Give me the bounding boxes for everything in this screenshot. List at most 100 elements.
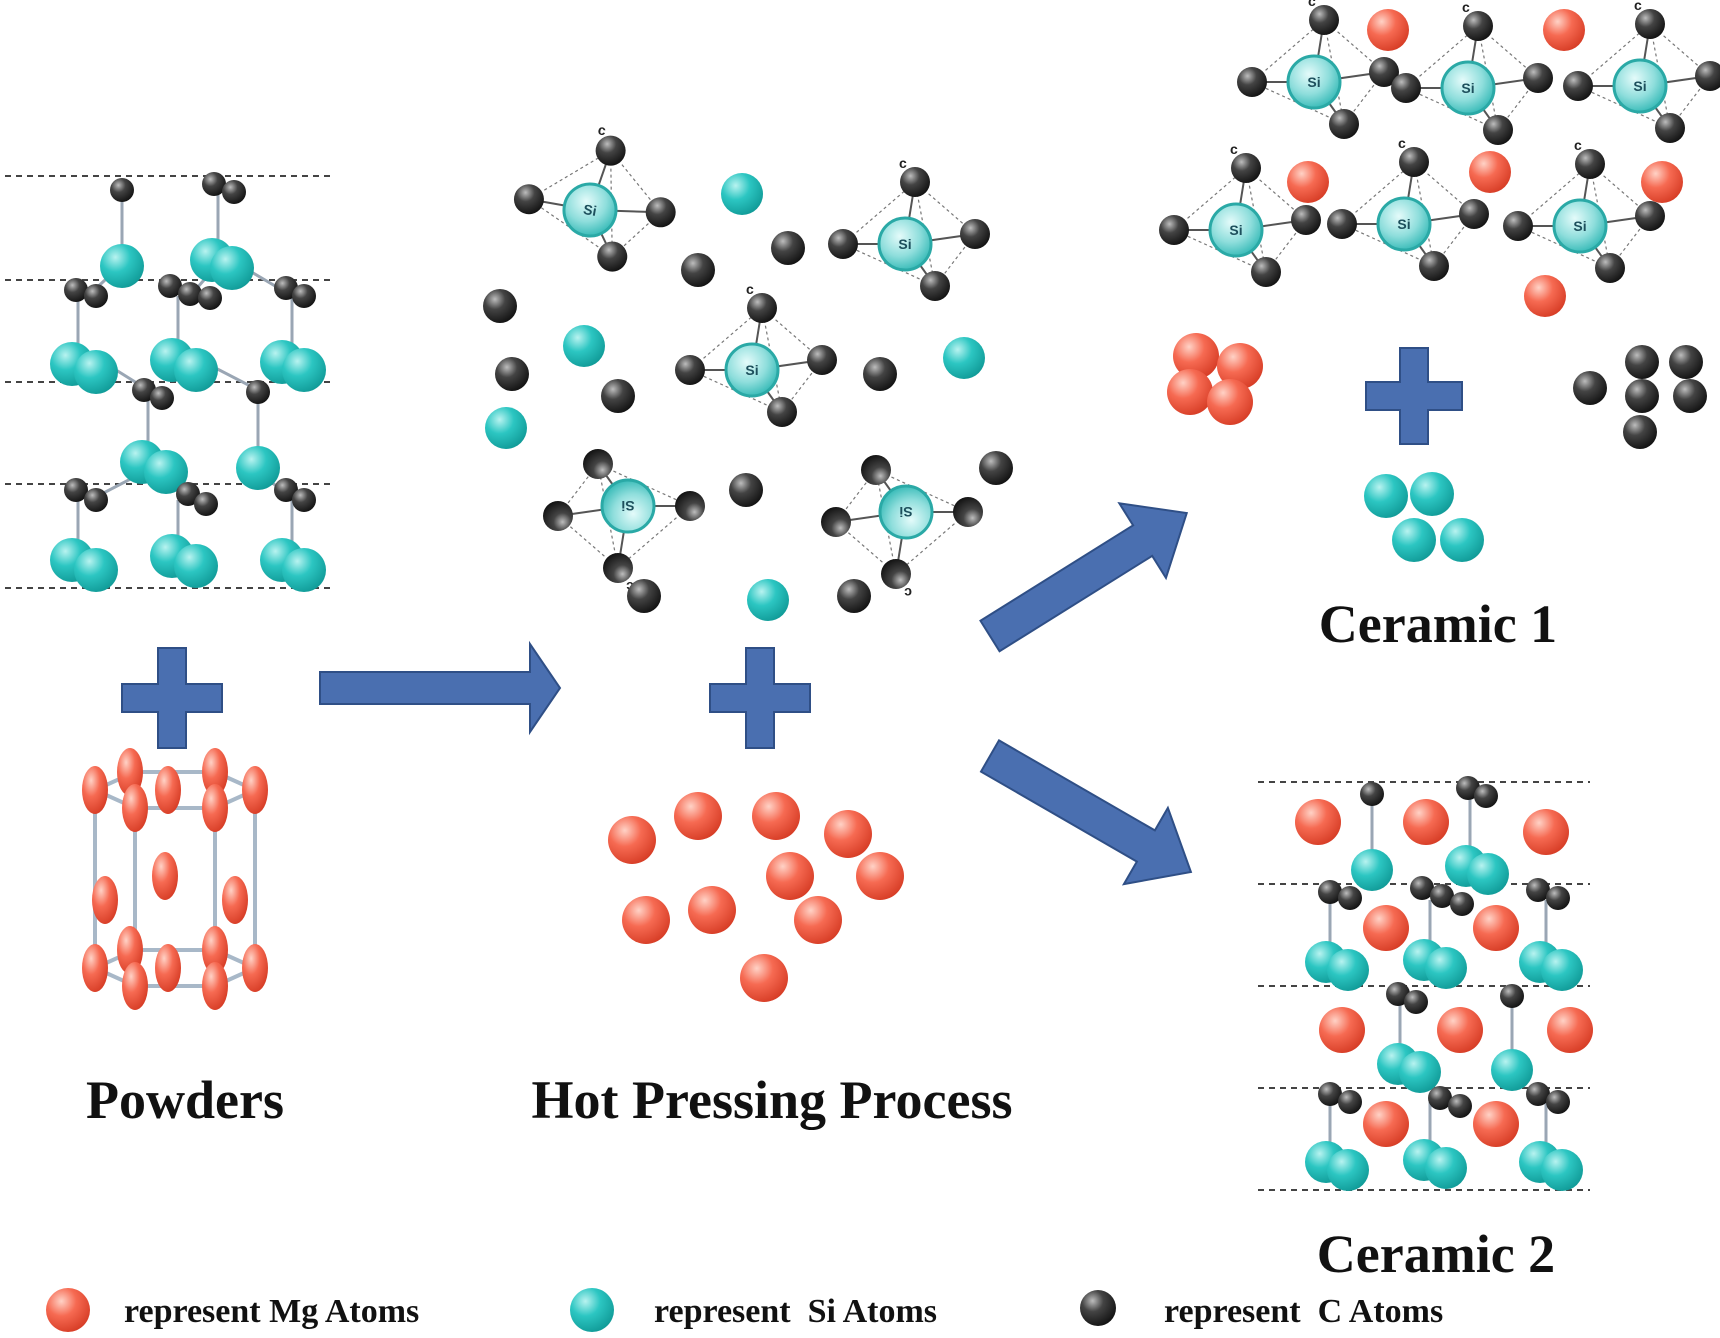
c-symbol: c: [1398, 135, 1406, 151]
c-atom: [1563, 71, 1593, 101]
powder-sic-crystal: [5, 172, 335, 592]
c-atom: [1231, 153, 1261, 183]
c-symbol: c: [1230, 141, 1238, 157]
free-c-atoms: [483, 231, 1013, 613]
sic-tetrahedron: Sic: [543, 449, 705, 595]
legend-label: represent Si Atoms: [654, 1293, 937, 1330]
si-symbol: Si: [582, 201, 598, 219]
hot-pressing-mg-atoms: [608, 792, 904, 1002]
free-si-atoms: [485, 173, 985, 621]
c-symbol: c: [1308, 0, 1316, 9]
ceramic1-mg-atoms: [1287, 9, 1683, 317]
c-symbol: c: [746, 281, 754, 297]
si-symbol: Si: [745, 362, 758, 378]
c-atom: [1309, 5, 1339, 35]
legend-label: represent Mg Atoms: [124, 1293, 419, 1330]
sic-tetrahedron: Sic: [1159, 141, 1321, 287]
hot-pressing-atoms: [483, 173, 1013, 621]
c-atom: [953, 497, 983, 527]
sic-tetrahedron: Si c: [1503, 137, 1665, 283]
c-atom: [603, 553, 633, 583]
plus-icon: [121, 647, 223, 749]
plus-icon: [1365, 347, 1463, 445]
si-symbol: Si: [621, 498, 634, 514]
legend: represent Mg Atoms represent Si Atoms re…: [46, 1288, 1443, 1332]
ceramic1-c-cluster: [1573, 345, 1707, 449]
c-atom: [920, 271, 950, 301]
ceramic1-structure: [1287, 9, 1683, 317]
c-atom: [1463, 11, 1493, 41]
c-atom: [1399, 147, 1429, 177]
ceramic2-structure: [1258, 776, 1593, 1191]
sic-tetrahedron: Si c: [828, 155, 990, 301]
si-symbol: Si: [1397, 216, 1410, 232]
c-atom: [767, 397, 797, 427]
c-symbol: c: [597, 121, 608, 138]
c-atom: [1369, 57, 1399, 87]
legend-label: represent C Atoms: [1164, 1293, 1443, 1330]
down-right-arrow-icon: [979, 739, 1193, 886]
c-atom: [900, 167, 930, 197]
c-atom: [960, 219, 990, 249]
c-atom: [1291, 205, 1321, 235]
si-atom-icon: [570, 1288, 614, 1332]
si-symbol: Si: [1633, 78, 1646, 94]
c-symbol: c: [1634, 0, 1642, 13]
c-atom: [1575, 149, 1605, 179]
up-right-arrow-icon: [979, 502, 1189, 653]
c-atom: [1655, 113, 1685, 143]
c-atom: [1635, 201, 1665, 231]
c-atom: [1391, 73, 1421, 103]
legend-item-c: represent C Atoms: [1080, 1290, 1443, 1330]
sic-tetrahedron: Si c: [821, 455, 983, 601]
c-atom: [1329, 109, 1359, 139]
c-atom: [1459, 199, 1489, 229]
legend-item-mg: represent Mg Atoms: [46, 1288, 419, 1332]
legend-item-si: represent Si Atoms: [570, 1288, 937, 1332]
ceramic1-label: Ceramic 1: [1319, 594, 1557, 654]
hot-pressing-label: Hot Pressing Process: [532, 1070, 1013, 1130]
c-atom: [1327, 209, 1357, 239]
c-atom: [1483, 115, 1513, 145]
c-atom: [807, 345, 837, 375]
c-symbol: c: [1574, 137, 1582, 153]
powders-label: Powders: [86, 1070, 284, 1130]
c-atom: [645, 197, 676, 228]
c-atom: [881, 559, 911, 589]
c-atom: [1695, 61, 1720, 91]
c-atom: [675, 491, 705, 521]
c-atom: [597, 241, 628, 272]
si-symbol: Si: [1461, 80, 1474, 96]
sic-tetrahedron: Si c: [675, 281, 837, 427]
c-atom: [675, 355, 705, 385]
plus-icon: [709, 647, 811, 749]
c-atom: [1419, 251, 1449, 281]
sic-tetrahedron: Si c: [1391, 0, 1553, 145]
c-atom: [595, 135, 626, 166]
c-atom: [543, 501, 573, 531]
c-atom: [747, 293, 777, 323]
c-atom: [1159, 215, 1189, 245]
c-symbol: c: [899, 155, 907, 171]
c-atom-icon: [1080, 1290, 1116, 1326]
si-symbol: Si: [1307, 74, 1320, 90]
c-atom: [513, 184, 544, 215]
ceramic2-label: Ceramic 2: [1317, 1224, 1555, 1284]
right-arrow-icon: [319, 640, 562, 736]
c-atom: [861, 455, 891, 485]
ceramic1-mg-cluster: [1167, 333, 1263, 425]
mg-atom-icon: [46, 1288, 90, 1332]
c-atom: [1635, 9, 1665, 39]
si-symbol: Si: [899, 504, 912, 520]
c-atom: [1503, 211, 1533, 241]
c-atom: [1523, 63, 1553, 93]
sic-tetrahedron: Si c: [1563, 0, 1720, 143]
c-symbol: c: [1462, 0, 1470, 15]
si-symbol: Si: [898, 236, 911, 252]
c-symbol: c: [904, 585, 912, 601]
c-atom: [821, 507, 851, 537]
sic-tetrahedron: Si c: [1327, 135, 1489, 281]
si-symbol: Si: [1573, 218, 1586, 234]
sic-tetrahedra: SicSicSicSicSicSicSicSicSicSicSic: [513, 0, 1720, 601]
c-atom: [1251, 257, 1281, 287]
